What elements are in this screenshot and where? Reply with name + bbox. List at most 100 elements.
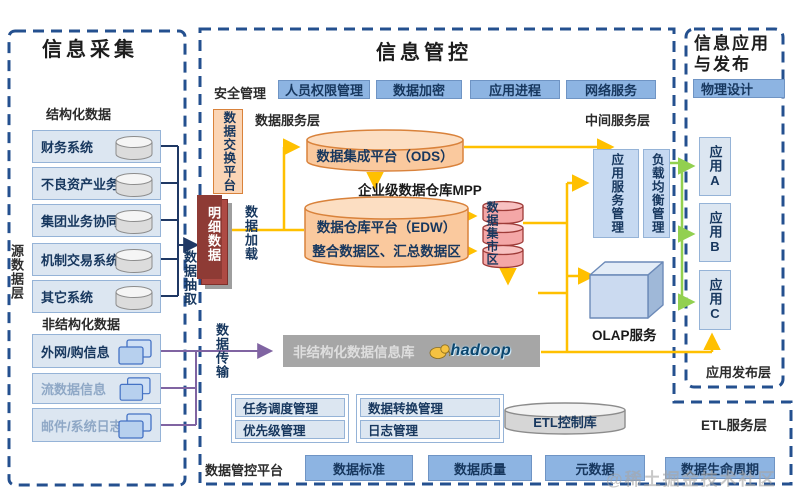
data-transfer-label: 数据传输: [214, 323, 229, 379]
governance-platform-label: 数据管控平台: [205, 463, 284, 478]
publish-flow-lines: [670, 157, 696, 311]
etl-item-box: 日志管理: [360, 420, 500, 439]
middle-panel-title: 信息管控: [376, 42, 472, 64]
mpp-warehouse-label: 企业级数据仓库MPP: [358, 183, 482, 198]
governance-item-box: 数据质量: [428, 455, 532, 481]
detail-data-box: 明细数据: [197, 195, 228, 285]
data-mart-label: 数据集市区: [485, 201, 499, 266]
right-panel-title-line2: 与发布: [694, 55, 751, 75]
app-service-mgmt-box: 应用服务管理: [593, 149, 639, 238]
data-mart-cylinders: [482, 200, 524, 269]
etl-service-layer-label: ETL服务层: [701, 418, 767, 433]
hadoop-repository-box: 非结构化数据信息库 hadoop: [283, 335, 540, 367]
hadoop-logo-text: hadoop: [450, 342, 512, 359]
security-item-box: 网络服务: [566, 80, 656, 99]
hadoop-repository-label: 非结构化数据信息库: [293, 345, 415, 360]
right-panel-title-line1: 信息应用: [694, 34, 770, 53]
documents-icon: [119, 377, 151, 401]
governance-item-box: 数据标准: [305, 455, 413, 481]
governance-item-label: 数据质量: [453, 461, 506, 477]
app-b-box: 应用B: [699, 203, 731, 262]
detail-data-label: 明细数据: [206, 206, 221, 262]
edw-platform-label: 数据仓库平台（EDW）: [316, 220, 457, 235]
data-extract-label: 数据抽取: [182, 250, 197, 306]
security-item-box: 人员权限管理: [278, 80, 370, 99]
source-system-box: 集团业务协同: [32, 204, 161, 237]
data-load-label: 数据加载: [243, 205, 258, 261]
security-item-label: 应用进程: [488, 83, 541, 98]
app-b-label: 应用B: [707, 210, 723, 255]
source-system-label: 机制交易系统: [41, 253, 120, 268]
app-publish-layer-label: 应用发布层: [706, 365, 772, 380]
middle-service-layer-label: 中间服务层: [585, 113, 651, 128]
source-system-box: 财务系统: [32, 130, 161, 163]
database-icon: [115, 173, 153, 197]
watermark: @稀土掘金技术社区: [606, 470, 777, 489]
security-item-label: 数据加密: [392, 83, 445, 98]
etl-item-label: 优先级管理: [243, 424, 306, 438]
middle-panel-border: [198, 27, 793, 486]
right-panel-border: [684, 27, 785, 389]
source-system-label: 不良资产业务: [41, 177, 120, 192]
data-exchange-platform-label: 数据交换平台: [221, 111, 236, 192]
data-exchange-platform-box: 数据交换平台: [213, 109, 243, 194]
etl-item-label: 任务调度管理: [243, 402, 319, 416]
structured-data-label: 结构化数据: [46, 107, 112, 122]
unstructured-source-box: 邮件/系统日志: [32, 408, 161, 442]
etl-item-label: 日志管理: [368, 424, 419, 438]
left-panel-border: [7, 29, 187, 487]
database-icon: [115, 249, 153, 273]
source-system-label: 其它系统: [41, 290, 94, 305]
source-system-box: 其它系统: [32, 280, 161, 313]
app-a-box: 应用A: [699, 137, 731, 196]
database-icon: [115, 286, 153, 310]
etl-item-box: 优先级管理: [235, 420, 345, 439]
data-service-layer-label: 数据服务层: [255, 113, 321, 128]
source-system-label: 集团业务协同: [41, 214, 120, 229]
hadoop-elephant-icon: [429, 344, 451, 359]
unstructured-source-box: 流数据信息: [32, 373, 161, 404]
right-panel-title: 信息应用 与发布: [694, 33, 784, 76]
source-system-label: 财务系统: [41, 140, 94, 155]
unstructured-data-label: 非结构化数据: [42, 317, 121, 332]
edw-cylinder: [304, 196, 469, 268]
governance-item-box: 元数据: [545, 455, 645, 481]
governance-item-label: 元数据: [575, 461, 615, 477]
app-service-mgmt-label: 应用服务管理: [609, 153, 624, 234]
etl-control-label: ETL控制库: [533, 415, 597, 430]
source-system-box: 机制交易系统: [32, 243, 161, 276]
unstructured-source-box: 外网/购信息: [32, 334, 161, 368]
security-item-label: 人员权限管理: [284, 83, 363, 98]
olap-service-label: OLAP服务: [592, 328, 657, 343]
source-system-box: 不良资产业务: [32, 167, 161, 200]
source-layer-label: 源数据层: [9, 244, 24, 300]
governance-item-label: 数据标准: [332, 461, 385, 477]
ods-platform-label: 数据集成平台（ODS）: [316, 149, 454, 164]
documents-icon: [118, 413, 152, 439]
etl-item-label: 数据转换管理: [368, 402, 444, 416]
ods-cylinder: [306, 129, 464, 172]
database-icon: [115, 210, 153, 234]
load-flow-lines: [224, 138, 721, 354]
unstructured-source-label: 邮件/系统日志: [41, 418, 123, 434]
security-item-box: 数据加密: [376, 80, 462, 99]
app-c-box: 应用C: [699, 270, 731, 330]
database-icon: [115, 136, 153, 160]
app-a-label: 应用A: [707, 144, 723, 189]
governance-item-label: 数据生命周期: [680, 461, 759, 477]
security-item-label: 网络服务: [584, 83, 637, 98]
app-c-label: 应用C: [707, 278, 723, 322]
transfer-flow-lines: [161, 343, 274, 426]
load-balance-mgmt-box: 负载均衡管理: [643, 149, 670, 238]
physical-design-box: 物理设计: [693, 79, 785, 98]
unstructured-source-label: 流数据信息: [41, 382, 107, 397]
load-balance-mgmt-label: 负载均衡管理: [649, 153, 664, 234]
extract-flow-lines: [161, 145, 200, 297]
unstructured-source-label: 外网/购信息: [41, 344, 110, 360]
security-mgmt-label: 安全管理: [214, 86, 267, 101]
etl-item-box: 数据转换管理: [360, 398, 500, 417]
physical-design-label: 物理设计: [701, 82, 754, 97]
edw-zones-label: 整合数据区、汇总数据区: [312, 244, 461, 259]
